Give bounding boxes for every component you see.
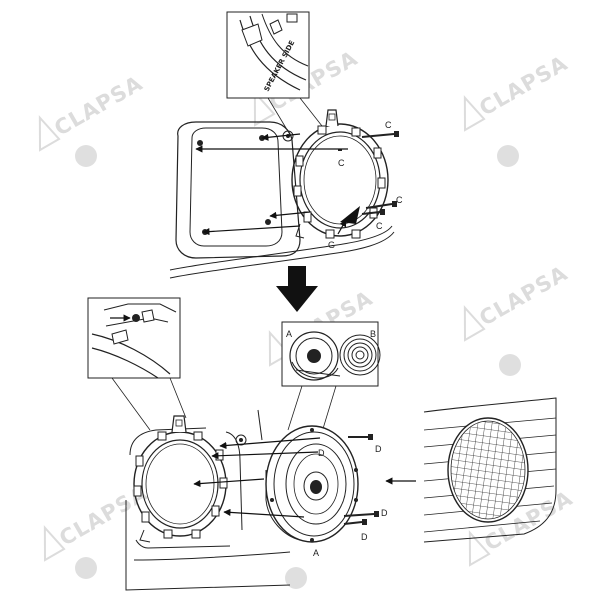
- step-down-arrow: [276, 266, 318, 312]
- bracket-clip-inset: [87, 297, 181, 379]
- callout-d-center: D: [318, 448, 325, 458]
- callout-g: G: [328, 240, 335, 250]
- callout-c-lower: C: [376, 221, 383, 231]
- inset-leader-line: [287, 385, 303, 431]
- alignment-arrows-top: [195, 133, 348, 236]
- callout-a-inset: A: [286, 329, 292, 339]
- speaker-side-inset: SPEAKER SIDE: [226, 11, 310, 99]
- door-panel-bottom: [125, 409, 291, 591]
- callout-c-top: C: [385, 120, 392, 130]
- callout-b-inset: B: [370, 329, 376, 339]
- screw-icon: [343, 513, 375, 517]
- inset-leader-line: [299, 97, 323, 127]
- inset-leader-line: [321, 385, 337, 433]
- speaker-detail-inset: A B: [281, 321, 381, 387]
- callout-c-mid: C: [338, 158, 345, 168]
- inset-leader-line: [169, 377, 187, 419]
- door-panel-top: [169, 121, 395, 279]
- screw-icon: [365, 203, 393, 209]
- speaker-unit: [265, 425, 359, 543]
- callout-a-speaker: A: [313, 548, 319, 558]
- screw-icon: [343, 521, 363, 525]
- screw-icon: [361, 133, 395, 138]
- screws-d: [343, 434, 379, 525]
- callout-c-right: C: [396, 195, 403, 205]
- watermark-text: CLAPSA: [475, 51, 572, 121]
- callout-d-lower: D: [361, 532, 368, 542]
- inset-leader-line: [111, 377, 151, 431]
- clip-g-pointer: [337, 206, 360, 235]
- alignment-arrows-bottom: [193, 437, 416, 518]
- callout-d-right: D: [381, 508, 388, 518]
- speaker-bracket-bottom: [133, 415, 228, 543]
- watermark-text: CLAPSA: [475, 261, 572, 331]
- callout-d-top: D: [375, 444, 382, 454]
- speaker-bracket-top: [291, 109, 399, 239]
- watermark-text: CLAPSA: [50, 71, 147, 141]
- screw-icon: [361, 211, 381, 215]
- grille-panel: [423, 397, 557, 543]
